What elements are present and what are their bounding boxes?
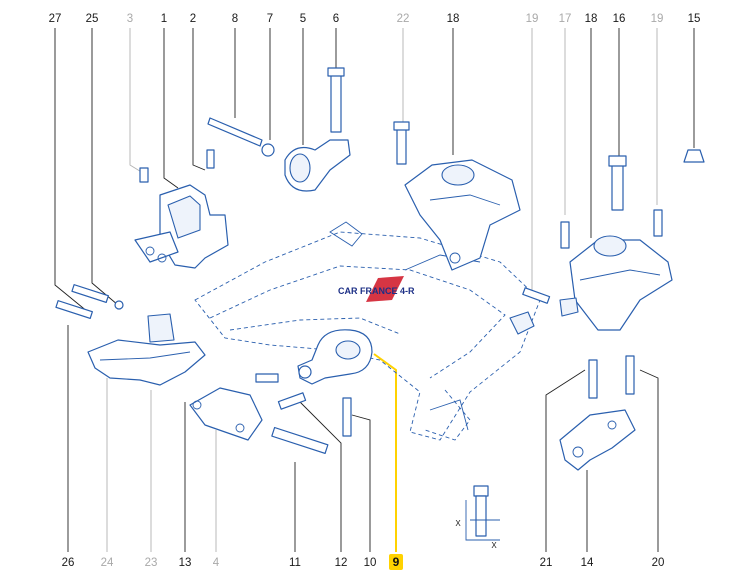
callout-13[interactable]: 13 — [179, 557, 192, 569]
leader-lines — [54, 28, 695, 552]
callout-20[interactable]: 20 — [652, 557, 665, 569]
top-callouts: 27 25 3 1 2 8 7 5 6 22 18 19 17 18 16 19… — [49, 13, 701, 25]
callout-1[interactable]: 1 — [161, 13, 167, 25]
callout-24[interactable]: 24 — [101, 557, 114, 569]
callout-18-right[interactable]: 18 — [585, 13, 598, 25]
callout-17[interactable]: 17 — [559, 13, 572, 25]
callout-27[interactable]: 27 — [49, 13, 62, 25]
watermark-left: CAR FRANCE — [338, 286, 398, 296]
callout-7[interactable]: 7 — [267, 13, 273, 25]
callout-18-left[interactable]: 18 — [447, 13, 460, 25]
callout-14[interactable]: 14 — [581, 557, 594, 569]
lower-torque-rod — [277, 329, 373, 437]
callout-4[interactable]: 4 — [213, 557, 220, 569]
callout-3[interactable]: 3 — [127, 13, 133, 25]
callout-19-right[interactable]: 19 — [651, 13, 664, 25]
callout-25[interactable]: 25 — [86, 13, 99, 25]
callout-15[interactable]: 15 — [688, 13, 701, 25]
gearbox-mount-top — [393, 121, 521, 271]
callout-16[interactable]: 16 — [613, 13, 626, 25]
callout-22[interactable]: 22 — [397, 13, 410, 25]
callout-2[interactable]: 2 — [190, 13, 196, 25]
lower-left-mount — [55, 284, 206, 386]
callout-6[interactable]: 6 — [333, 13, 339, 25]
callout-9-highlight — [389, 554, 403, 570]
callout-8[interactable]: 8 — [232, 13, 238, 25]
bottom-callouts: 26 24 23 13 4 11 12 10 9 21 14 20 — [62, 554, 665, 570]
lower-right-bracket — [559, 355, 636, 471]
callout-26[interactable]: 26 — [62, 557, 75, 569]
torque-mark-b: X — [491, 541, 497, 550]
subframe-cradle — [194, 221, 541, 441]
torque-mark-a: X — [455, 519, 461, 528]
callout-10[interactable]: 10 — [364, 557, 377, 569]
engine-mount-right — [522, 149, 705, 331]
upper-torque-rod — [207, 67, 351, 192]
callout-21[interactable]: 21 — [540, 557, 553, 569]
watermark-logo: CAR FRANCE 4-R — [338, 276, 415, 302]
engine-mount-left — [134, 149, 229, 269]
callout-12[interactable]: 12 — [335, 557, 348, 569]
callout-23[interactable]: 23 — [145, 557, 158, 569]
leader-9-highlight — [373, 353, 397, 552]
watermark-right: 4-R — [400, 286, 415, 296]
callout-9[interactable]: 9 — [393, 555, 400, 569]
callout-11[interactable]: 11 — [289, 557, 301, 569]
torque-detail-inset: X X — [455, 485, 500, 550]
lower-left-bracket — [189, 373, 329, 455]
callout-19-left[interactable]: 19 — [526, 13, 539, 25]
callout-5[interactable]: 5 — [300, 13, 306, 25]
